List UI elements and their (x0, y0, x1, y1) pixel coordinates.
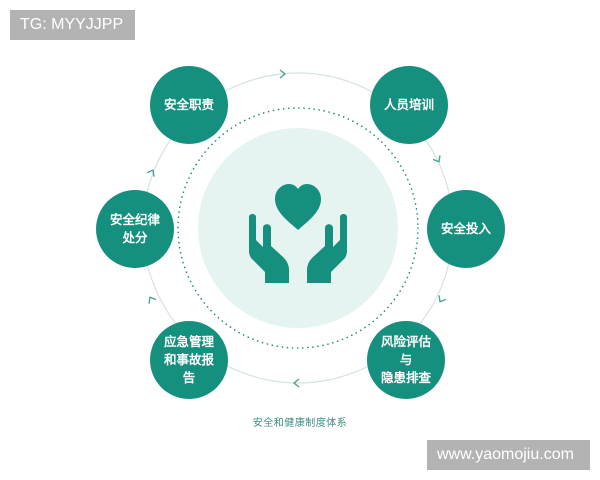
node-safety-investment: 安全投入 (427, 190, 505, 268)
arrow-icon (148, 296, 157, 304)
dotted-ring (177, 107, 419, 349)
arrow-icon (432, 155, 441, 163)
node-label: 隐患排查 (380, 370, 431, 385)
node-label: 人员培训 (383, 97, 434, 112)
node-label: 安全纪律 (109, 212, 160, 227)
node-label: 安全职责 (163, 97, 214, 112)
node-label: 应急管理 (163, 334, 214, 349)
node-staff-training: 人员培训 (370, 66, 448, 144)
node-safety-discipline: 安全纪律 处分 (96, 190, 174, 268)
diagram-caption: 安全和健康制度体系 (252, 418, 348, 429)
watermark-top: TG: MYYJJPP (10, 10, 135, 40)
node-label: 和事故报告 (163, 352, 214, 385)
node-label: 风险评估与 (380, 334, 431, 367)
watermark-bottom: www.yaomojiu.com (427, 440, 590, 470)
node-label: 处分 (122, 230, 148, 245)
node-emergency-management: 应急管理 和事故报告 (150, 321, 228, 399)
node-safety-responsibility: 安全职责 (150, 66, 228, 144)
arrow-icon (279, 69, 287, 79)
hands-holding-heart-icon (249, 184, 347, 283)
arrow-icon (292, 378, 300, 388)
arrow-icon (146, 169, 155, 177)
arrow-icon (438, 295, 447, 303)
node-label: 安全投入 (440, 221, 491, 236)
node-risk-assessment: 风险评估与 隐患排查 (367, 321, 445, 399)
